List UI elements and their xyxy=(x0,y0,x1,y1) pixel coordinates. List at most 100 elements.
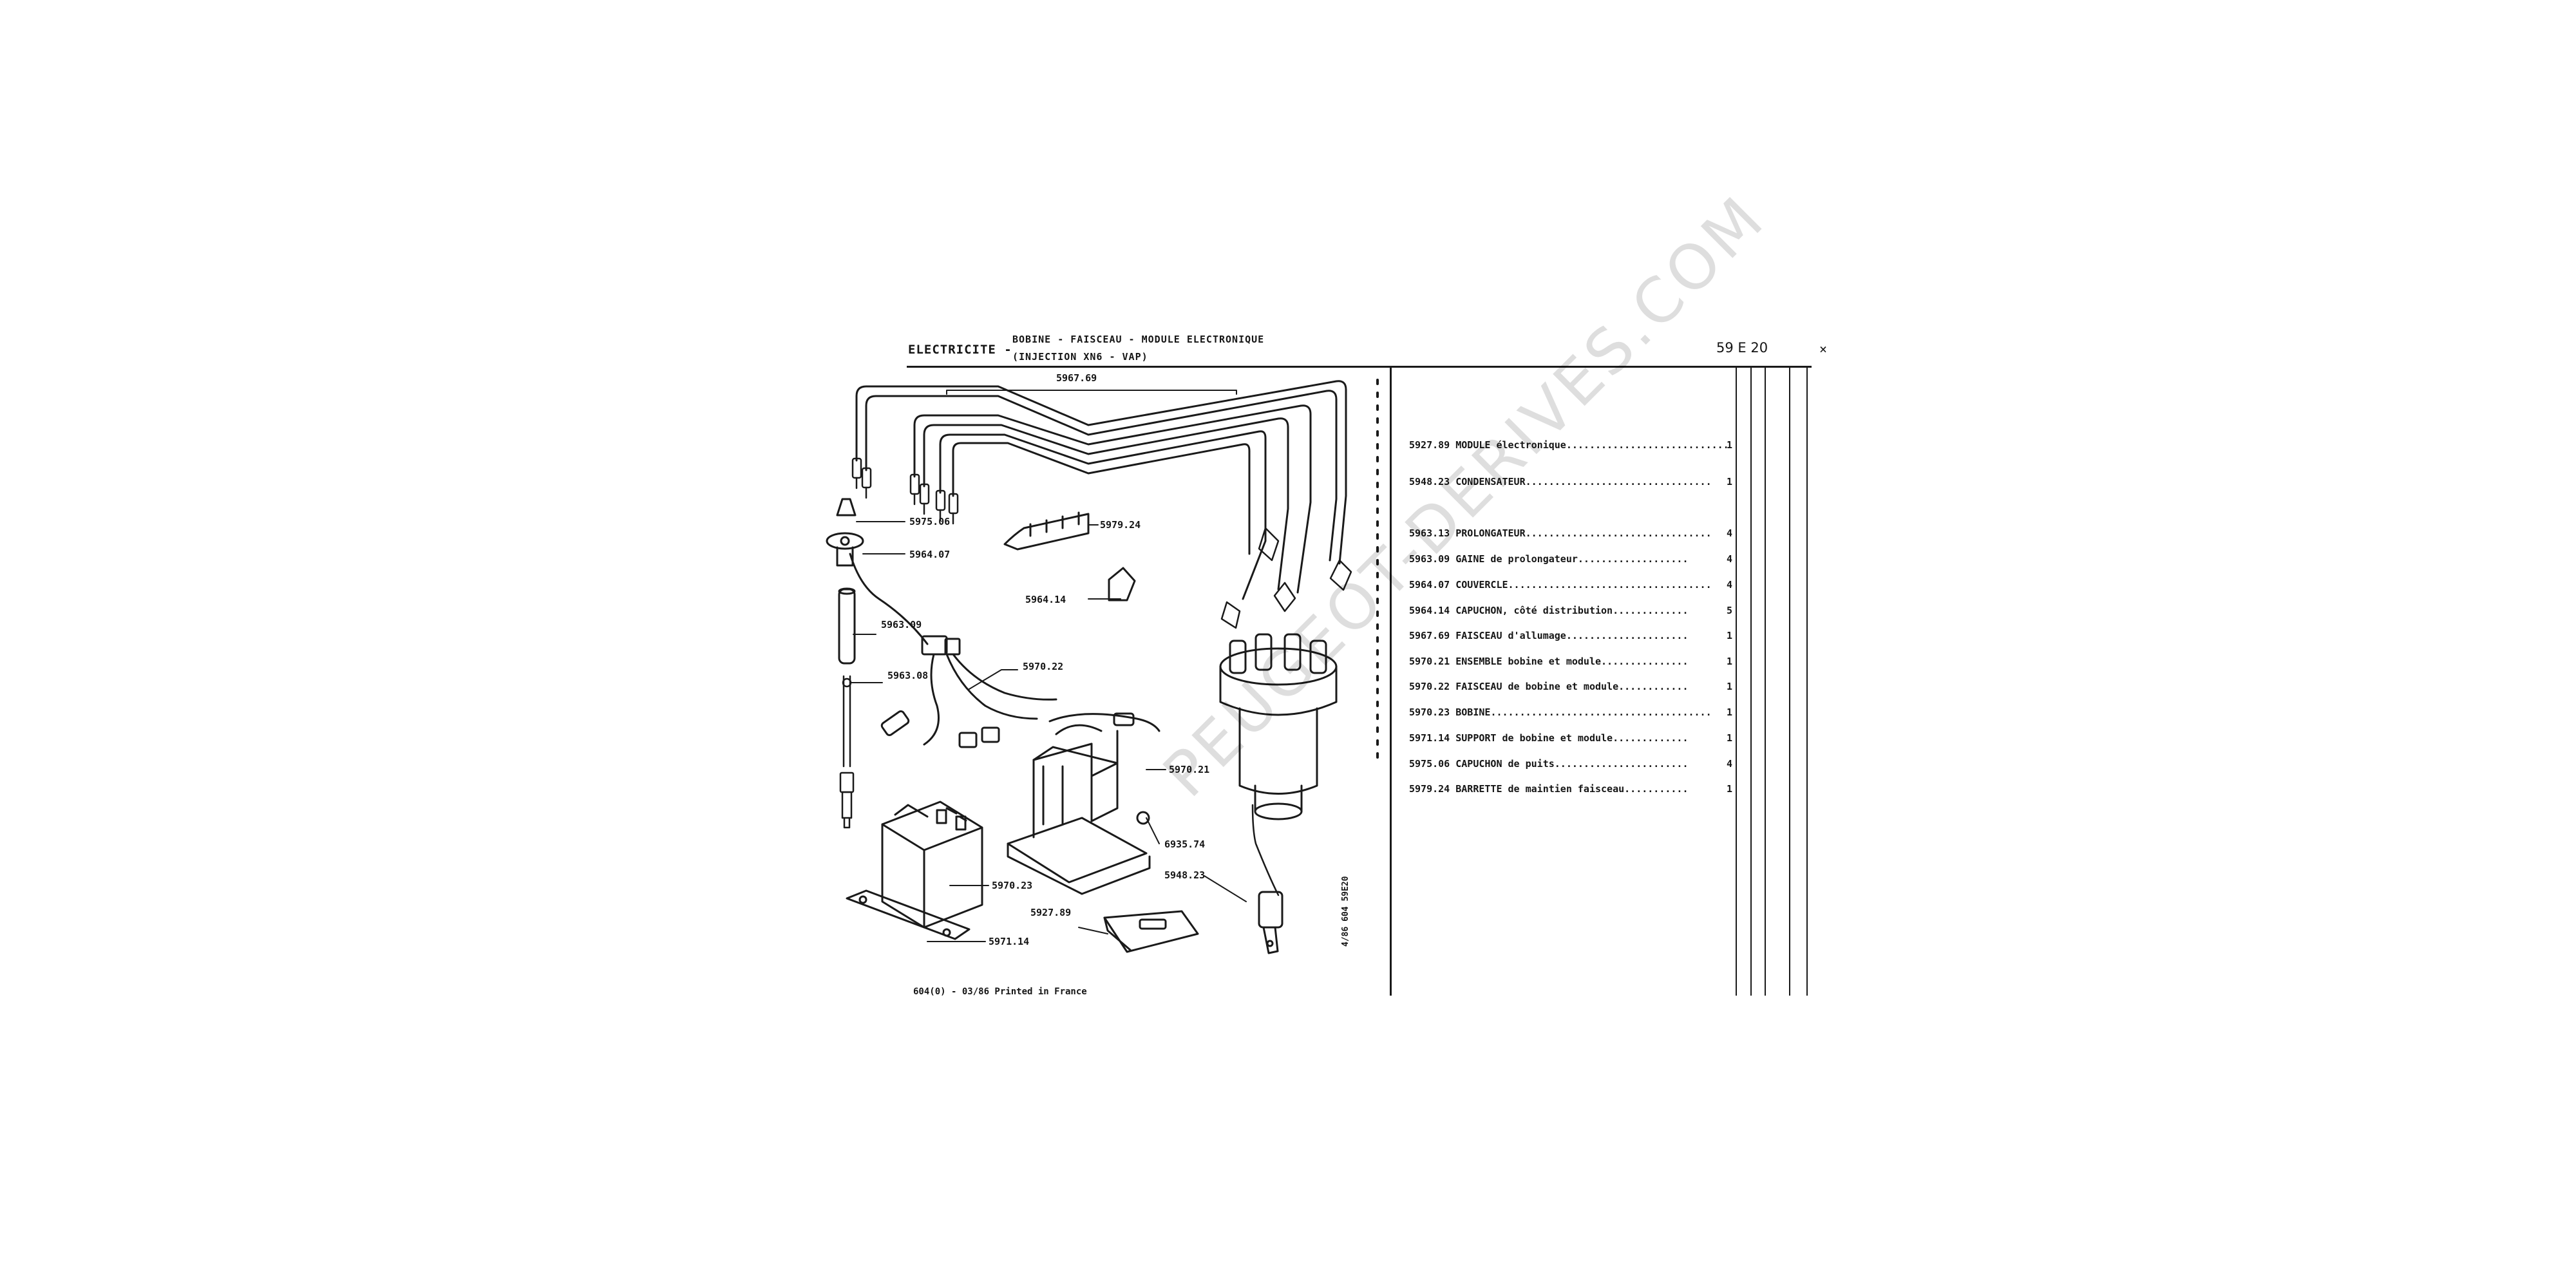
harness-leads xyxy=(855,380,1347,600)
list-item: 5970.23 BOBINE..........................… xyxy=(1409,706,1733,722)
condenser-part xyxy=(1258,891,1283,954)
callout-harness: 5967.69 xyxy=(1056,372,1097,384)
callout-coil: 5970.23 xyxy=(992,880,1033,891)
part-qty: 1 xyxy=(1727,783,1733,795)
harness-boots xyxy=(851,457,959,525)
support-part xyxy=(846,889,971,940)
column-rule-2 xyxy=(1750,368,1752,996)
callout-condenser: 5948.23 xyxy=(1164,869,1206,881)
list-item: 5979.24 BARRETTE de maintien faisceau...… xyxy=(1409,783,1733,799)
part-ref: 5970.23 xyxy=(1409,706,1450,718)
part-line: 5964.07 COUVERCLE.......................… xyxy=(1409,579,1712,591)
part-line: 5927.89 MODULE électronique.............… xyxy=(1409,439,1729,451)
part-name: CAPUCHON de puits xyxy=(1455,758,1555,770)
module-part xyxy=(1103,910,1199,953)
part-ref: 5970.22 xyxy=(1409,681,1450,692)
cover-part xyxy=(826,532,864,567)
part-ref: 5971.14 xyxy=(1409,732,1450,744)
part-line: 5963.13 PROLONGATEUR....................… xyxy=(1409,527,1712,539)
callout-dist-cap: 5964.14 xyxy=(1025,594,1066,605)
part-name: CONDENSATEUR xyxy=(1455,476,1526,488)
part-name: ENSEMBLE bobine et module xyxy=(1455,656,1602,667)
header-rule xyxy=(907,366,1812,368)
spark-plug xyxy=(839,772,855,829)
callout-coil-harness: 5970.22 xyxy=(1023,661,1064,672)
distributor xyxy=(1219,633,1338,896)
list-item: 5970.21 ENSEMBLE bobine et module.......… xyxy=(1409,656,1733,671)
part-name: PROLONGATEUR xyxy=(1455,527,1526,539)
extender-rod xyxy=(842,675,852,768)
part-ref: 5963.13 xyxy=(1409,527,1450,539)
part-qty: 4 xyxy=(1727,579,1733,591)
list-item: 5971.14 SUPPORT de bobine et module.....… xyxy=(1409,732,1733,748)
part-line: 5970.22 FAISCEAU de bobine et module....… xyxy=(1409,681,1689,692)
callout-module: 5927.89 xyxy=(1030,907,1072,918)
callout-extender: 5963.08 xyxy=(887,670,929,681)
part-qty: 1 xyxy=(1727,656,1733,667)
print-note: 604(0) - 03/86 Printed in France xyxy=(913,987,1087,997)
list-item: 5964.07 COUVERCLE.......................… xyxy=(1409,579,1733,594)
part-qty: 1 xyxy=(1727,706,1733,718)
retaining-bar xyxy=(1003,511,1090,551)
page-code: 59 E 20 xyxy=(1716,340,1768,355)
part-qty: 4 xyxy=(1727,527,1733,539)
distribution-cap xyxy=(1108,567,1136,601)
part-ref: 5948.23 xyxy=(1409,476,1450,488)
leader-lines xyxy=(851,521,1247,942)
part-name: SUPPORT de bobine et module xyxy=(1455,732,1613,744)
part-name: COUVERCLE xyxy=(1455,579,1508,591)
extender-sheath xyxy=(838,587,856,665)
coil-part xyxy=(881,800,983,929)
part-qty: 1 xyxy=(1727,476,1733,488)
callout-support: 5971.14 xyxy=(989,936,1030,947)
list-item: 5967.69 FAISCEAU d'allumage.............… xyxy=(1409,630,1733,645)
part-line: 5948.23 CONDENSATEUR....................… xyxy=(1409,476,1712,488)
part-line: 5967.69 FAISCEAU d'allumage.............… xyxy=(1409,630,1689,641)
part-qty: 1 xyxy=(1727,681,1733,692)
part-ref: 5964.07 xyxy=(1409,579,1450,591)
part-line: 5975.06 CAPUCHON de puits...............… xyxy=(1409,758,1689,770)
part-ref: 5967.69 xyxy=(1409,630,1450,641)
part-name: FAISCEAU d'allumage xyxy=(1455,630,1566,641)
side-code: 4/86 604 59E20 xyxy=(1341,876,1350,947)
part-ref: 5927.89 xyxy=(1409,439,1450,451)
part-qty: 1 xyxy=(1727,732,1733,744)
part-qty: 1 xyxy=(1727,439,1733,451)
callout-coil-module-assembly: 5970.21 xyxy=(1169,764,1210,775)
column-rule-3 xyxy=(1765,368,1766,996)
column-rule-5 xyxy=(1806,368,1808,996)
part-qty: 1 xyxy=(1727,630,1733,641)
part-name: FAISCEAU de bobine et module xyxy=(1455,681,1619,692)
list-item: 5963.13 PROLONGATEUR....................… xyxy=(1409,527,1733,543)
list-item: 5970.22 FAISCEAU de bobine et module....… xyxy=(1409,681,1733,696)
list-item: 5963.09 GAINE de prolongateur...........… xyxy=(1409,553,1733,569)
part-line: 5963.09 GAINE de prolongateur...........… xyxy=(1409,553,1689,565)
part-ref: 5963.09 xyxy=(1409,553,1450,565)
part-line: 5970.21 ENSEMBLE bobine et module.......… xyxy=(1409,656,1689,667)
list-item: 5975.06 CAPUCHON de puits...............… xyxy=(1409,758,1732,773)
corner-mark: × xyxy=(1819,341,1828,357)
list-item: 5964.14 CAPUCHON, côté distribution.....… xyxy=(1409,605,1733,620)
part-qty: 4 xyxy=(1727,553,1733,565)
part-name: BOBINE xyxy=(1455,706,1491,718)
part-name: CAPUCHON, côté distribution xyxy=(1455,605,1613,616)
section-subtitle-2: (INJECTION XN6 - VAP) xyxy=(1012,351,1148,363)
harness-bracket xyxy=(946,390,1237,395)
part-name: MODULE électronique xyxy=(1455,439,1566,451)
part-qty: 5 xyxy=(1727,605,1733,616)
part-name: GAINE de prolongateur xyxy=(1455,553,1578,565)
diagram-separator xyxy=(1390,368,1392,996)
callout-bar: 5979.24 xyxy=(1100,519,1141,531)
qty-column-rule xyxy=(1736,368,1737,996)
callout-bolt: 6935.74 xyxy=(1164,838,1206,850)
coil-harness xyxy=(849,553,1057,748)
part-line: 5964.14 CAPUCHON, côté distribution.....… xyxy=(1409,605,1689,616)
part-ref: 5970.21 xyxy=(1409,656,1450,667)
callout-cover: 5964.07 xyxy=(909,549,951,560)
part-line: 5971.14 SUPPORT de bobine et module.....… xyxy=(1409,732,1689,744)
callout-cap-well: 5975.06 xyxy=(909,516,951,527)
column-rule-4 xyxy=(1789,368,1790,996)
list-item: 5948.23 CONDENSATEUR....................… xyxy=(1409,476,1733,491)
list-item: 5927.89 MODULE électronique.............… xyxy=(1409,439,1733,455)
